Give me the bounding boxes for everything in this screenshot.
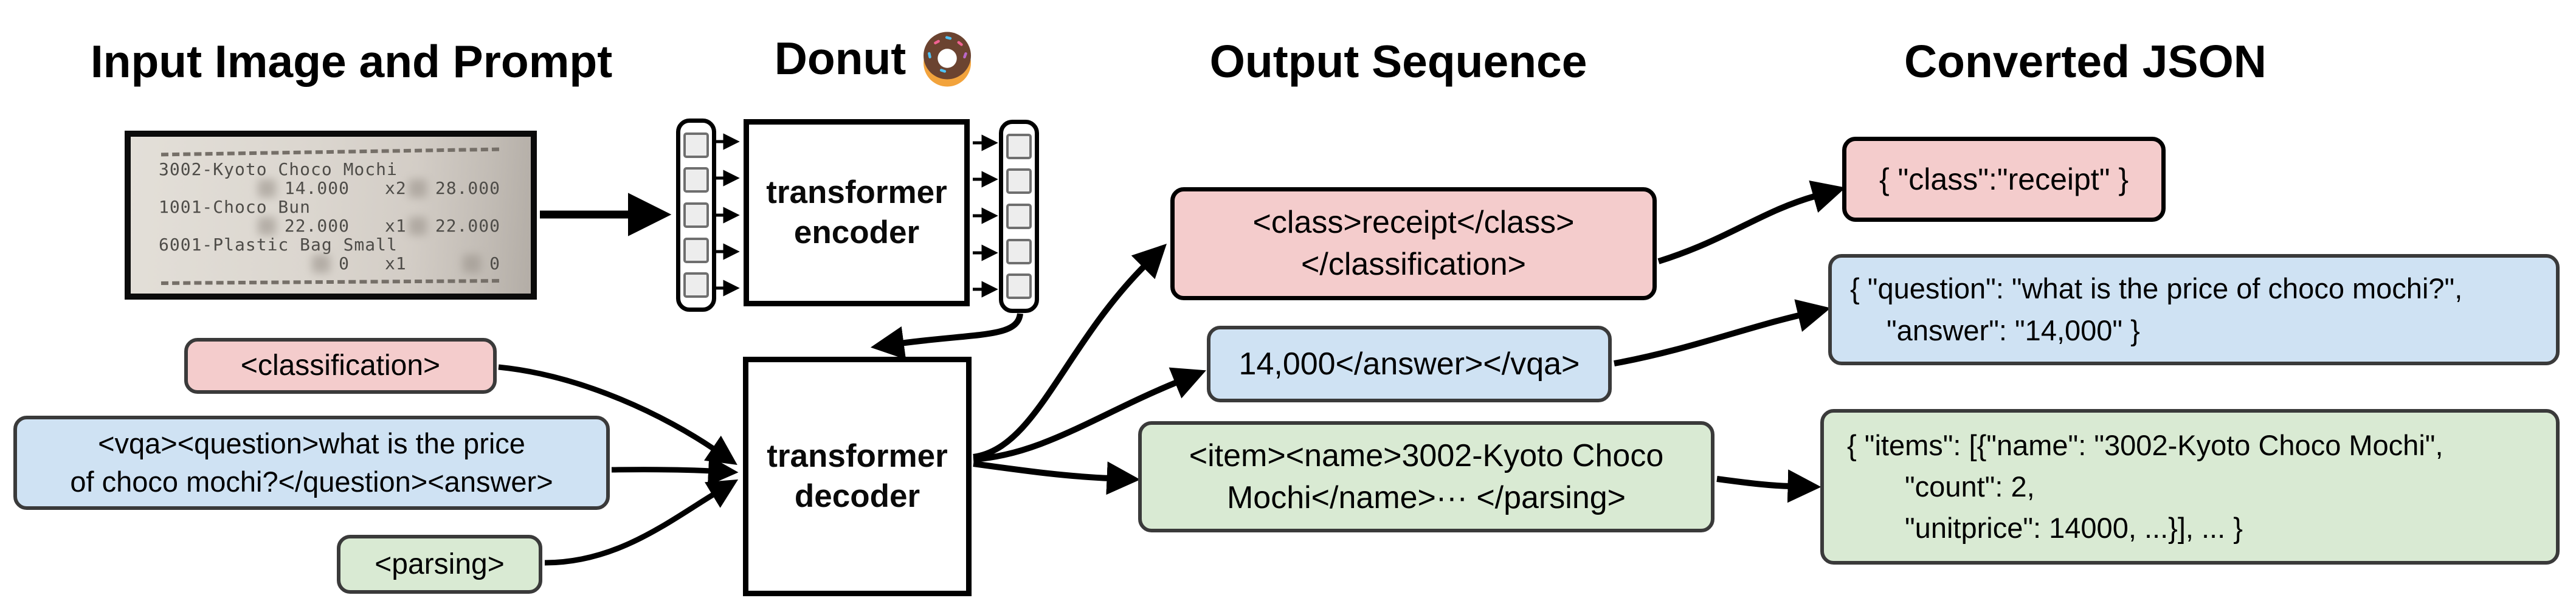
receipt-unitprice: 14.000 [284, 178, 350, 198]
receipt-count: x1 [385, 216, 407, 236]
arrow-classification-output-to-json [1657, 181, 1846, 264]
transformer-encoder-box: transformer encoder [744, 119, 970, 306]
patch-token-icon [1006, 238, 1032, 264]
section-title-model: Donut [693, 29, 1058, 88]
patch-token-icon [683, 132, 709, 158]
redaction-blur [257, 216, 276, 235]
json-parsing: { "items": [{"name": "3002-Kyoto Choco M… [1820, 409, 2560, 565]
receipt-item-name: 6001-Plastic Bag Small [159, 235, 398, 255]
receipt-price: 28.000 [435, 178, 500, 198]
receipt-item-detail: 0 x1 0 [157, 253, 503, 273]
redaction-blur [257, 179, 276, 198]
receipt-price: 22.000 [435, 216, 500, 236]
receipt-price: 0 [489, 253, 500, 273]
arrow-vqa-output-to-json [1614, 299, 1831, 366]
receipt-item-name: 3002-Kyoto Choco Mochi [159, 159, 398, 179]
patch-token-icon [683, 202, 709, 228]
redaction-blur [312, 254, 331, 273]
prompt-vqa-line1: <vqa><question>what is the price [98, 427, 525, 460]
arrow-decoder-to-classification-output [973, 243, 1167, 460]
prompt-vqa: <vqa><question>what is the price of choc… [13, 416, 610, 510]
receipt-unitprice: 22.000 [284, 216, 350, 236]
receipt-input-image: 3002-Kyoto Choco Mochi 14.000 x2 28.000 … [125, 131, 537, 300]
patch-token-icon [1006, 273, 1032, 300]
arrow-classification-prompt-to-decoder [498, 364, 737, 466]
receipt-item-detail: 14.000 x2 28.000 [157, 178, 503, 198]
receipt-content: 3002-Kyoto Choco Mochi 14.000 x2 28.000 … [131, 137, 531, 294]
json-classification: { "class":"receipt" } [1842, 137, 2166, 222]
encoder-label-line1: transformer [766, 174, 947, 210]
receipt-divider-top [161, 147, 500, 157]
encoded-embedding-tokens [999, 120, 1039, 313]
output-classification-line1: <class>receipt</class> [1252, 205, 1575, 241]
arrow-decoder-to-vqa-output [973, 367, 1206, 462]
receipt-divider-bottom [161, 279, 500, 285]
receipt-item-name: 1001-Choco Bun [159, 197, 311, 217]
receipt-item-detail: 22.000 x1 22.000 [157, 216, 503, 236]
output-classification-line2: </classification> [1301, 247, 1526, 282]
arrow-parsing-output-to-json [1716, 469, 1822, 503]
json-vqa-line2: "answer": "14,000" } [1887, 314, 2140, 346]
decoder-label-line1: transformer [767, 438, 948, 474]
model-title-text: Donut [774, 33, 906, 84]
prompt-classification: <classification> [184, 338, 497, 394]
prompt-parsing: <parsing> [337, 535, 542, 594]
output-parsing: <item><name>3002-Kyoto Choco Mochi</name… [1138, 421, 1714, 532]
decoder-label-line2: decoder [794, 478, 920, 514]
patch-token-icon [683, 272, 709, 298]
redaction-blur [408, 216, 427, 235]
arrow-parsing-prompt-to-decoder [544, 479, 739, 566]
section-title-json: Converted JSON [1904, 36, 2267, 87]
patch-token-icon [683, 167, 709, 193]
patch-token-icon [1006, 203, 1032, 229]
output-parsing-line1: <item><name>3002-Kyoto Choco [1189, 438, 1664, 473]
patch-token-icon [1006, 168, 1032, 194]
redaction-blur [463, 254, 482, 273]
json-parsing-line1: { "items": [{"name": "3002-Kyoto Choco M… [1847, 428, 2443, 461]
input-patch-tokens [676, 119, 716, 312]
json-vqa-line1: { "question": "what is the price of choc… [1850, 272, 2463, 305]
json-parsing-line3: "unitprice": 14000, ...}], ... } [1905, 512, 2243, 545]
receipt-count: x2 [385, 178, 407, 198]
donut-icon [924, 32, 972, 87]
receipt-count: x1 [385, 253, 407, 273]
prompt-vqa-line2: of choco mochi?</question><answer> [70, 465, 553, 498]
json-parsing-line2: "count": 2, [1905, 470, 2035, 503]
receipt-unitprice: 0 [339, 253, 350, 273]
redaction-blur [408, 179, 427, 198]
arrow-vqa-prompt-to-decoder [611, 456, 739, 486]
section-title-input: Input Image and Prompt [90, 36, 613, 87]
output-classification: <class>receipt</class> </classification> [1170, 187, 1657, 300]
arrow-embeddings-to-decoder [870, 313, 1023, 360]
patch-token-icon [683, 237, 709, 263]
section-title-output: Output Sequence [1209, 36, 1587, 87]
output-vqa: 14,000</answer></vqa> [1207, 326, 1612, 402]
patch-token-icon [1006, 133, 1032, 159]
transformer-decoder-box: transformer decoder [743, 357, 972, 596]
json-vqa: { "question": "what is the price of choc… [1828, 254, 2560, 365]
output-parsing-line2: Mochi</name>··· </parsing> [1226, 480, 1626, 515]
encoder-label-line2: encoder [793, 215, 920, 250]
arrow-decoder-to-parsing-output [973, 461, 1141, 495]
